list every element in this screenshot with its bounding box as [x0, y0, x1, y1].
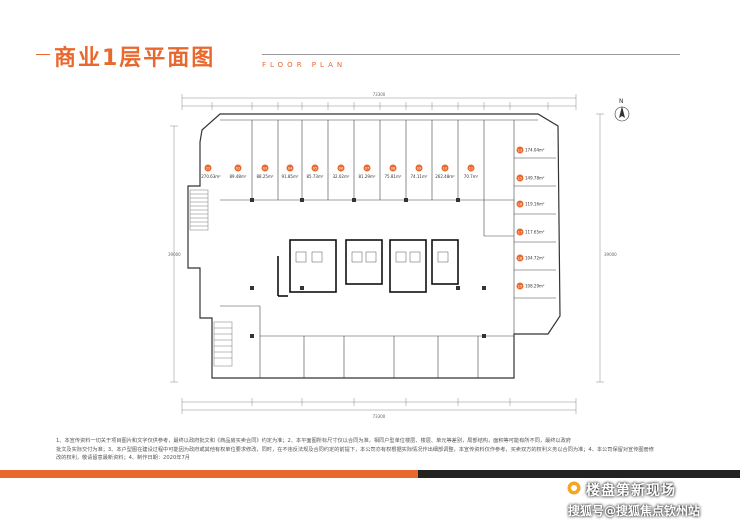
- svg-text:05: 05: [313, 167, 317, 171]
- svg-text:85.73m²: 85.73m²: [307, 174, 324, 179]
- unit-02: 02 89.48m²: [230, 164, 247, 179]
- unit-labels-top: 22 270.63m² 02 89.48m² 03 88.25m² 04 91.…: [201, 164, 479, 179]
- unit-08: 08 75.81m²: [385, 164, 402, 179]
- svg-text:262.48m²: 262.48m²: [435, 174, 455, 179]
- unit-06: 06 32.02m²: [333, 164, 350, 179]
- unit-04: 04 91.85m²: [282, 164, 299, 179]
- svg-text:09: 09: [417, 167, 421, 171]
- unit-18: 18 104.72m²: [516, 254, 545, 262]
- title-rule-left: [36, 54, 50, 55]
- svg-text:91.85m²: 91.85m²: [282, 174, 299, 179]
- unit-03: 03 88.25m²: [257, 164, 274, 179]
- footer-bar-dark: [418, 470, 740, 478]
- svg-text:149.78m²: 149.78m²: [525, 176, 545, 181]
- svg-text:119.16m²: 119.16m²: [525, 202, 545, 207]
- svg-text:32.02m²: 32.02m²: [333, 174, 350, 179]
- svg-text:174.04m²: 174.04m²: [525, 148, 545, 153]
- unit-15: 15 149.78m²: [516, 174, 545, 182]
- north-label: N: [619, 98, 624, 105]
- watermark-line-2: 搜狐号@搜狐焦点钦州站: [568, 504, 701, 518]
- svg-text:18: 18: [518, 257, 522, 261]
- svg-text:70.7m²: 70.7m²: [464, 174, 479, 179]
- svg-text:10: 10: [443, 167, 447, 171]
- unit-09: 09 74.11m²: [411, 164, 428, 179]
- svg-text:74.11m²: 74.11m²: [411, 174, 428, 179]
- unit-labels-right: 13 174.04m² 15 149.78m² 16 119.16m² 17 1…: [516, 146, 545, 290]
- structural-columns: [250, 198, 486, 338]
- watermark-line-1: 楼盘第新现场: [586, 483, 676, 499]
- stair-southwest: [213, 321, 233, 367]
- dim-left: 39000: [168, 252, 181, 257]
- shop-partitions: [220, 119, 556, 378]
- disclaimer-line-2: 批文及实际交付为准；3、本户型图在建设过程中可能因为政府或其他有权单位要求修改，…: [56, 446, 654, 453]
- building-outline: [187, 113, 561, 379]
- svg-text:108.29m²: 108.29m²: [525, 284, 545, 289]
- svg-text:88.25m²: 88.25m²: [257, 174, 274, 179]
- svg-text:19: 19: [518, 285, 522, 289]
- page-title: 商业1层平面图: [54, 46, 216, 71]
- dimension-right: [596, 113, 604, 383]
- floor-plan: 73300 73300 39000 39000 N: [168, 92, 630, 419]
- stair-west: [189, 189, 209, 231]
- svg-text:22: 22: [206, 167, 210, 171]
- disclaimer-line-3: 改的权利，敬请留意最新资料；4、制作日期：2020年7月: [56, 455, 190, 461]
- svg-text:117.65m²: 117.65m²: [525, 230, 545, 235]
- unit-17: 17 117.65m²: [516, 228, 545, 236]
- title-rule-right: [262, 54, 680, 55]
- svg-text:104.72m²: 104.72m²: [525, 256, 545, 261]
- svg-text:16: 16: [518, 203, 522, 207]
- unit-22: 22 270.63m²: [201, 164, 221, 179]
- watermark-logo-icon: [566, 480, 582, 496]
- north-arrow-icon: [614, 106, 630, 122]
- svg-text:75.81m²: 75.81m²: [385, 174, 402, 179]
- unit-16: 16 119.16m²: [516, 200, 545, 208]
- svg-text:06: 06: [339, 167, 343, 171]
- svg-text:89.48m²: 89.48m²: [230, 174, 247, 179]
- svg-text:270.63m²: 270.63m²: [201, 174, 221, 179]
- unit-19: 19 108.29m²: [516, 282, 545, 290]
- building-core: [277, 239, 459, 297]
- dimension-top: [181, 94, 577, 110]
- dim-right: 39000: [604, 252, 617, 257]
- watermark: 楼盘第新现场 搜狐号@搜狐焦点钦州站: [566, 478, 740, 524]
- svg-text:15: 15: [518, 177, 522, 181]
- unit-13: 13 174.04m²: [516, 146, 545, 154]
- unit-07: 07 81.29m²: [359, 164, 376, 179]
- unit-05: 05 85.73m²: [307, 164, 324, 179]
- dim-bottom-total: 73300: [373, 414, 386, 419]
- svg-text:07: 07: [365, 167, 369, 171]
- svg-text:03: 03: [263, 167, 267, 171]
- svg-text:04: 04: [288, 167, 293, 171]
- dim-top-total: 73300: [373, 92, 386, 97]
- svg-text:81.29m²: 81.29m²: [359, 174, 376, 179]
- unit-12: 12 70.7m²: [464, 164, 479, 179]
- footer-bar-orange: [0, 470, 418, 478]
- svg-text:12: 12: [469, 167, 473, 171]
- elevator-cars: [295, 251, 449, 263]
- svg-text:17: 17: [518, 231, 522, 235]
- svg-text:02: 02: [236, 167, 240, 171]
- svg-text:13: 13: [518, 149, 522, 153]
- dimension-bottom: [181, 398, 577, 414]
- svg-text:08: 08: [391, 167, 395, 171]
- footer-bar: [0, 470, 740, 484]
- unit-10: 10 262.48m²: [435, 164, 455, 179]
- disclaimer-line-1: 1、本宣传资料一切关于项目图片和文字仅供参考，最终以政府批文和《商品房买卖合同》…: [56, 438, 571, 444]
- page-subtitle: FLOOR PLAN: [262, 61, 347, 69]
- disclaimer: 1、本宣传资料一切关于项目图片和文字仅供参考，最终以政府批文和《商品房买卖合同》…: [56, 437, 666, 463]
- dimension-left: [170, 125, 178, 383]
